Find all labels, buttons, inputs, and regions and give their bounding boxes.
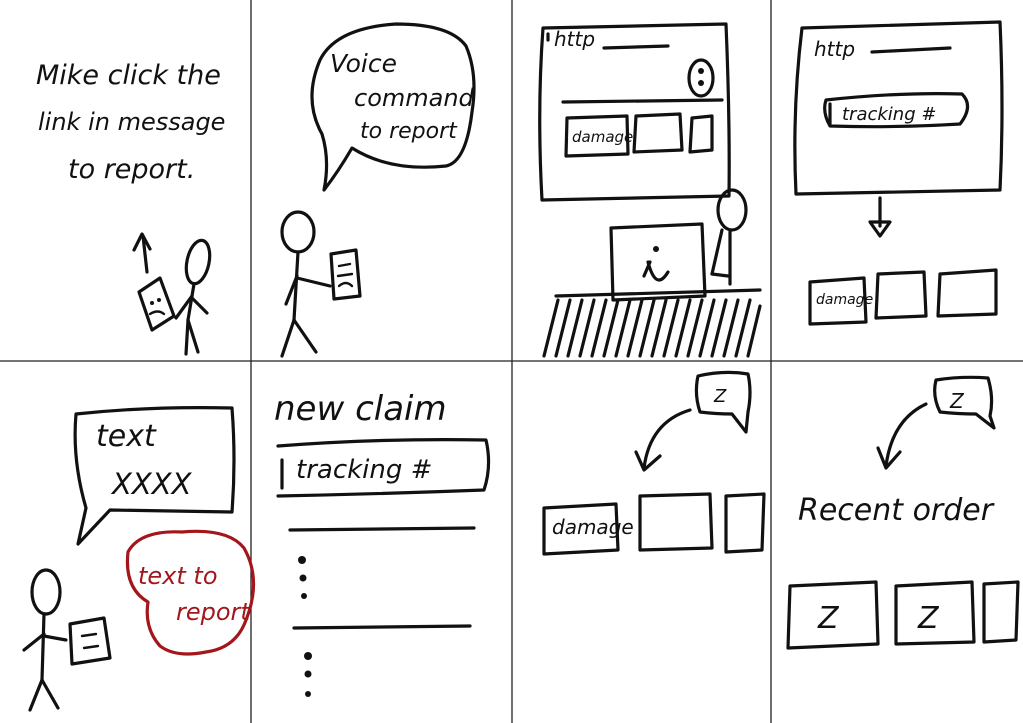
tracking-search-field [823, 92, 970, 129]
panel-7: Z damage [542, 370, 766, 556]
speech-bubble [73, 406, 236, 546]
phone-sad-face-icon [137, 276, 176, 332]
browser-window [793, 20, 1004, 196]
p3-tile-label: damage [572, 128, 633, 146]
chat-bubble-icon [933, 375, 996, 430]
category-tiles [564, 112, 714, 158]
p1-caption-line-1: Mike click the [36, 60, 221, 91]
panel-1: Mike click the link in message to report… [36, 60, 225, 356]
p7-chat-glyph: Z [713, 386, 727, 407]
category-tiles [808, 268, 998, 326]
p6-title: new claim [274, 389, 447, 429]
p5-bubble-line-2: XXXX [110, 467, 193, 501]
p1-caption-line-2: link in message [38, 108, 225, 136]
p7-tile-label: damage [552, 515, 634, 539]
panel-6: new claim tracking # [274, 389, 491, 697]
tracking-search-field [276, 438, 491, 498]
arrow-curved-icon [876, 402, 928, 470]
panel-2: Voice command to report [280, 22, 476, 358]
phone-icon [68, 616, 112, 666]
p4-tile-label: damage [816, 292, 873, 308]
chat-bubble-icon [694, 370, 752, 434]
p8-tile-glyph-1: Z [817, 601, 840, 636]
phone-icon [329, 248, 362, 301]
desk [542, 288, 762, 358]
p5-red-note-line-2: report [176, 598, 251, 626]
panel-3: http damage [538, 22, 762, 358]
order-tiles [786, 580, 1020, 650]
browser-window [538, 22, 731, 202]
p2-bubble-line-1: Voice [330, 49, 397, 78]
panel-5: text XXXX text to report [22, 406, 256, 712]
person-figure-icon [280, 210, 332, 358]
red-note-cloud [125, 529, 256, 656]
p2-bubble-line-3: to report [360, 119, 458, 144]
p4-field-label: tracking # [842, 104, 936, 125]
p5-bubble-line-1: text [96, 419, 157, 454]
person-figure-icon [174, 238, 212, 356]
panel-4: http tracking # damage [793, 20, 1004, 326]
p8-tile-glyph-2: Z [917, 601, 940, 636]
p2-bubble-line-2: command [354, 84, 475, 112]
panel-8: Z Recent order Z Z [786, 375, 1020, 650]
p8-title: Recent order [798, 493, 995, 528]
p1-caption-line-3: to report. [68, 154, 195, 185]
p3-url-label: http [554, 27, 595, 51]
p5-red-note-line-1: text to [138, 562, 218, 590]
avatar-icon [687, 58, 715, 98]
monitor-icon [609, 222, 707, 302]
category-tiles [542, 492, 766, 556]
arrow-up-icon [132, 232, 152, 274]
p6-field-label: tracking # [296, 455, 432, 485]
arrow-curved-icon [634, 408, 692, 472]
person-figure-icon [22, 568, 68, 712]
arrow-down-icon [868, 196, 892, 238]
p8-chat-glyph: Z [949, 389, 965, 413]
p4-url-label: http [814, 37, 855, 61]
person-figure-icon [710, 188, 748, 286]
speech-bubble [310, 22, 476, 192]
